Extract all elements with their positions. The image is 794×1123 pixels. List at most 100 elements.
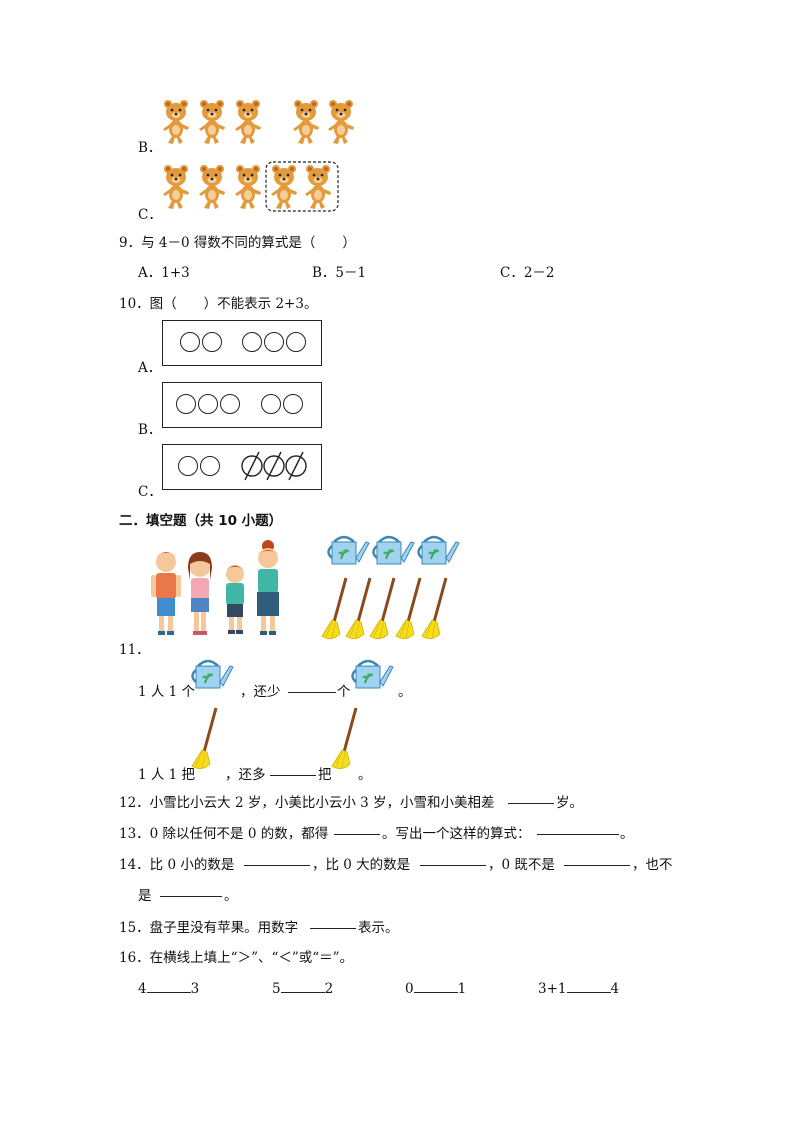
watering-can-image [417, 535, 461, 566]
q12-unit: 岁。 [556, 795, 583, 811]
q11-line2-text: ，还多 [225, 767, 266, 783]
q15-text-2: 表示。 [358, 920, 399, 936]
q9-stem: 9．与 4－0 得数不同的算式是（ ） [119, 235, 356, 251]
circle-shape [264, 332, 284, 352]
bear-image [163, 165, 189, 209]
q10-option-b-figure [162, 382, 322, 428]
q14-text-4: ，也不 [632, 857, 673, 873]
q13-blank-1[interactable] [334, 822, 380, 839]
bear-image [235, 165, 261, 209]
q13-blank-2[interactable] [537, 822, 619, 839]
q11-line1-text: ，还少 [240, 684, 281, 700]
bear-image [235, 100, 261, 144]
circle-shape [220, 394, 240, 414]
bear-image [199, 100, 225, 144]
q9-option-c: C．2－2 [500, 265, 555, 281]
q11-line2-prefix: 1 人 1 把 [138, 767, 196, 783]
q13-text: 13．0 除以任何不是 0 的数，都得 [119, 826, 329, 842]
bear-image [293, 100, 319, 144]
broom-image [394, 576, 422, 641]
q11-line2-period: 。 [358, 767, 372, 783]
q13-period: 。 [620, 826, 634, 842]
q10-option-c-figure [162, 444, 322, 490]
q16-blank[interactable] [280, 980, 325, 993]
broom-image [320, 576, 348, 641]
q12-text: 12．小雪比小云大 2 岁，小美比小云小 3 岁，小雪和小美相差 [119, 795, 495, 811]
q16-item-right: 2 [324, 981, 334, 997]
bear-image [271, 165, 297, 209]
q8-option-c-label: C． [138, 207, 162, 223]
q16-blank[interactable] [566, 980, 611, 993]
girl-figure [188, 552, 212, 635]
q11-line1-period: 。 [398, 684, 412, 700]
circle-shape [176, 394, 196, 414]
q9-option-b: B．5－1 [312, 265, 367, 281]
q10-option-a-label: A． [138, 360, 162, 376]
q16-item-right: 1 [457, 981, 467, 997]
broom-icon [190, 706, 218, 771]
bear-image [328, 100, 354, 144]
q15-text: 15．盘子里没有苹果。用数字 [119, 920, 299, 936]
q14-text-3: ，0 既不是 [488, 857, 555, 873]
q8-option-b-label: B． [138, 140, 162, 156]
q16-item-right: 4 [610, 981, 620, 997]
q14-blank-1[interactable] [244, 853, 310, 870]
q14-period: 。 [224, 888, 238, 904]
watering-can-icon [191, 659, 235, 690]
circle-shape [261, 394, 281, 414]
bear-image [305, 165, 331, 209]
q8-option-c-bears [163, 161, 339, 212]
q11-line2-blank[interactable] [270, 763, 316, 780]
section-title: 二．填空题（共 10 小题） [119, 513, 283, 529]
brooms-row [320, 576, 448, 641]
q15-blank[interactable] [310, 916, 356, 933]
q11-line1-blank[interactable] [288, 680, 336, 697]
circle-shape [283, 394, 303, 414]
q12-blank[interactable] [508, 791, 554, 808]
q10-option-a-figure [162, 320, 322, 366]
q14-blank-4[interactable] [160, 884, 222, 901]
bear-image [163, 100, 189, 144]
q16-item-left: 3+1 [538, 981, 567, 997]
q16-blank[interactable] [413, 980, 458, 993]
circle-shape [180, 332, 200, 352]
q8-option-b-bears [163, 100, 354, 144]
watering-can-icon [351, 659, 395, 690]
broom-image [344, 576, 372, 641]
q14-blank-3[interactable] [564, 853, 630, 870]
watering-can-image [327, 535, 371, 566]
q14-blank-2[interactable] [420, 853, 486, 870]
q11-line2-unit: 把 [318, 767, 332, 783]
q16-item-left: 0 [405, 981, 414, 997]
circle-shape [202, 332, 222, 352]
dashed-group-box [265, 161, 339, 212]
q16-blank[interactable] [146, 980, 191, 993]
watering-can-image [372, 535, 416, 566]
q14-text-2: ，比 0 大的数是 [312, 857, 411, 873]
circle-shape [178, 456, 198, 476]
woman-figure [257, 540, 279, 635]
circle-shape [286, 332, 306, 352]
crossed-out-circles [241, 451, 307, 481]
four-people-illustration [151, 540, 279, 635]
circle-shape [198, 394, 218, 414]
bear-image [199, 165, 225, 209]
q9-option-a: A．1+3 [138, 265, 190, 281]
q16-item-left: 5 [272, 981, 281, 997]
broom-image [368, 576, 396, 641]
q16-item-left: 4 [138, 981, 147, 997]
boy-figure [151, 552, 181, 635]
q13-text-2: 。写出一个这样的算式： [382, 826, 531, 842]
circle-shape [242, 332, 262, 352]
small-boy-figure [226, 565, 244, 634]
q16-item-4: 3+1 4 [538, 980, 619, 997]
q10-stem: 10．图（ ）不能表示 2+3。 [119, 296, 318, 312]
broom-image [420, 576, 448, 641]
q16-item-right: 3 [190, 981, 200, 997]
q11-number: 11． [119, 642, 150, 658]
q10-option-c-label: C． [138, 484, 162, 500]
q11-line1-prefix: 1 人 1 个 [138, 684, 196, 700]
